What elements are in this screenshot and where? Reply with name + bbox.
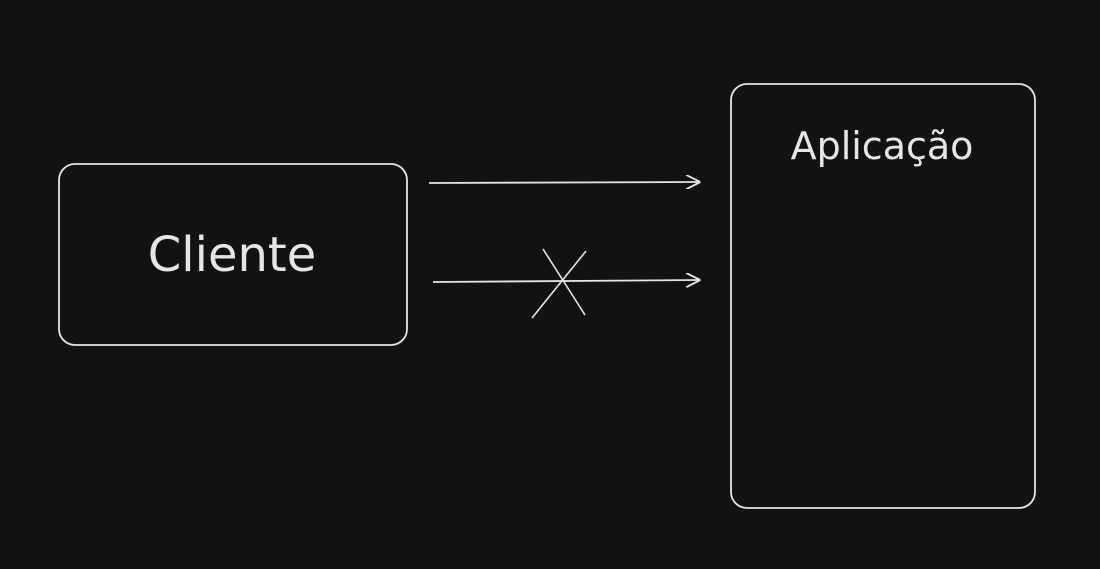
arrow-blocked-line (432, 280, 699, 282)
application-node: Aplicação (730, 83, 1036, 509)
arrow-blocked (432, 248, 699, 319)
blocked-cross-icon (531, 248, 587, 319)
application-box (730, 83, 1036, 509)
arrow-allowed (428, 182, 699, 183)
client-label: Cliente (148, 227, 317, 283)
client-box (58, 163, 408, 346)
client-node: Cliente (58, 163, 408, 346)
application-label: Aplicação (791, 124, 974, 168)
